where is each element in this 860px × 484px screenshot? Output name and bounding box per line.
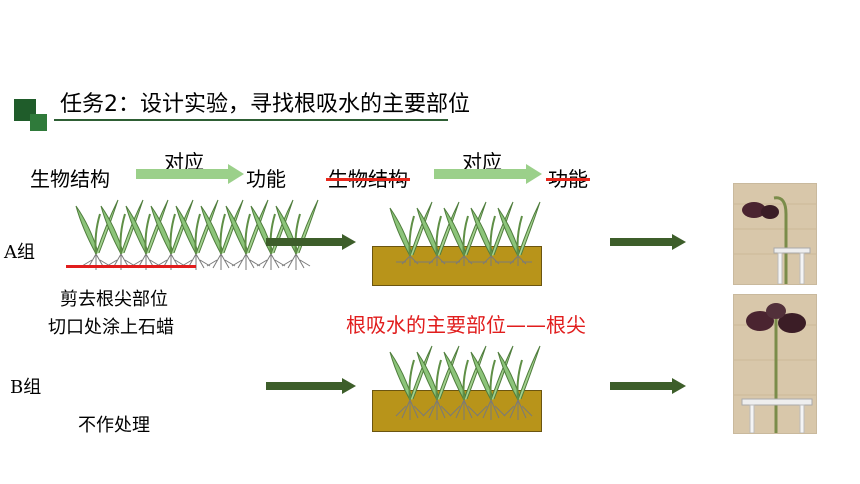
flow-left-function: 功能 [246, 167, 286, 191]
group-a-arrow-1 [266, 234, 356, 250]
group-a-treatment-2: 切口处涂上石蜡 [48, 317, 174, 338]
seedling-icon [75, 199, 119, 270]
seedling-icon [100, 199, 144, 270]
group-b-label: B组 [10, 377, 42, 398]
group-a-cut-line [66, 265, 196, 268]
seedling-icon [416, 345, 460, 420]
seedling-icon [416, 201, 460, 266]
group-b-arrow-1 [266, 378, 356, 394]
seedling-icon [497, 345, 541, 420]
flow-left-arrow [136, 164, 244, 184]
seedling-icon [443, 201, 487, 266]
group-a-arrow-2 [610, 234, 686, 250]
group-b-treatment: 不作处理 [78, 415, 150, 436]
flow-left-structure: 生物结构 [30, 167, 110, 191]
title-square-light [30, 114, 47, 131]
flow-right-structure-text: 生物结构 [326, 163, 410, 192]
seedling-icon [200, 199, 244, 270]
title-underline [54, 119, 448, 121]
seedling-icon [470, 201, 514, 266]
group-a-soil-seedlings [389, 201, 541, 266]
seedling-icon [497, 201, 541, 266]
group-b-result-photo [733, 294, 817, 434]
group-a-result-photo [733, 183, 817, 285]
group-a-label: A组 [4, 242, 35, 263]
page-title: 任务2：设计实验，寻找根吸水的主要部位 [60, 92, 470, 117]
seedling-icon [389, 201, 433, 266]
seedling-icon [175, 199, 219, 270]
seedling-icon [225, 199, 269, 270]
group-a-treatment-1: 剪去根尖部位 [60, 289, 168, 310]
seedling-icon [125, 199, 169, 270]
group-a-soil-box [372, 246, 542, 286]
conclusion-text: 根吸水的主要部位——根尖 [346, 313, 586, 337]
seedling-icon [443, 345, 487, 420]
group-b-soil-box [372, 390, 542, 432]
group-b-arrow-2 [610, 378, 686, 394]
flow-right-arrow [434, 164, 542, 184]
seedling-icon [150, 199, 194, 270]
group-a-seedlings [75, 199, 319, 270]
flow-right-structure: 生物结构 [326, 163, 410, 192]
flow-right-function: 功能 [546, 163, 590, 192]
seedling-icon [470, 345, 514, 420]
flow-right-function-text: 功能 [546, 163, 590, 192]
group-b-soil-seedlings [389, 345, 541, 420]
seedling-icon [389, 345, 433, 420]
